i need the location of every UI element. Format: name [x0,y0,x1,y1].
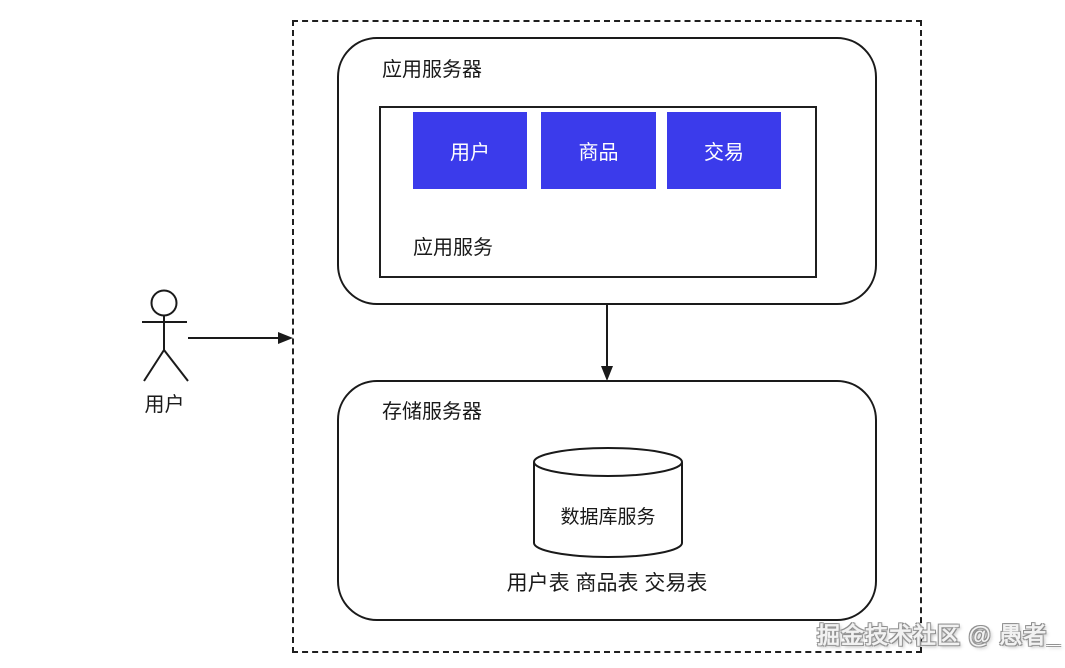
system-boundary [292,20,922,653]
module-box-product: 商品 [541,112,656,189]
actor-stick-figure-icon [142,289,293,382]
module-box-user: 用户 [413,112,527,189]
database-service-label: 数据库服务 [560,507,656,528]
arrow-app-to-storage [601,305,613,381]
database-cylinder-icon [533,447,683,558]
watermark: 掘金技术社区 @ 愚者_ [817,622,1061,648]
actor-label: 用户 [144,394,185,416]
storage-server-title: 存储服务器 [382,401,482,423]
arrow-user-to-system [188,332,293,344]
tables-label: 用户表 商品表 交易表 [506,572,708,595]
module-box-trade: 交易 [667,112,781,189]
app-service-label: 应用服务 [413,237,493,259]
app-server-title: 应用服务器 [382,59,482,81]
